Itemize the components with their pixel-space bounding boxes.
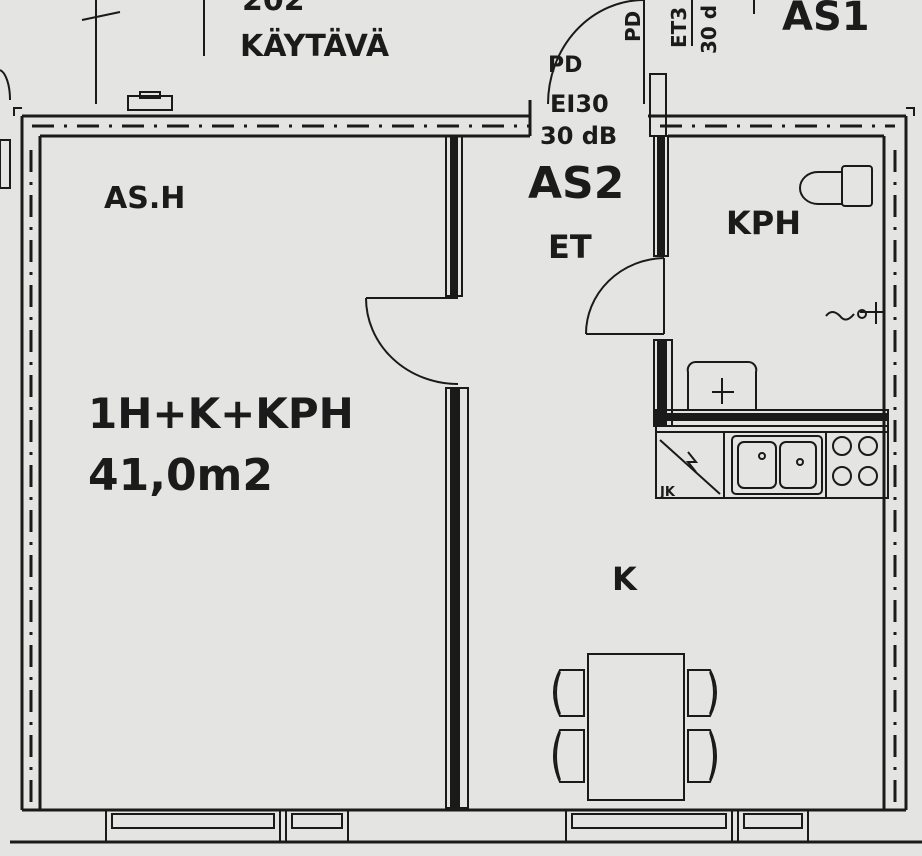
door-code-1: PD xyxy=(548,53,582,78)
fridge-icon xyxy=(659,439,721,495)
door-code-top-right: ET3 xyxy=(667,7,691,48)
door-bathroom xyxy=(585,257,665,335)
toilet-icon xyxy=(799,165,873,207)
kitchen-counter xyxy=(655,425,889,499)
door-rating: EI30 xyxy=(550,90,609,118)
left-edge-details xyxy=(0,0,205,189)
area-label: 41,0m2 xyxy=(88,450,273,501)
door-living-room xyxy=(365,297,459,385)
kitchen-sink-icon xyxy=(731,435,823,495)
partition-wall-living xyxy=(445,135,469,809)
shower-icon xyxy=(825,302,884,324)
door-entrance xyxy=(547,0,645,105)
apartment-type-label: 1H+K+KPH xyxy=(88,389,354,438)
windows xyxy=(105,809,809,843)
unit-label: AS2 xyxy=(528,158,624,209)
sound-top-right: 30 d xyxy=(697,5,721,54)
kitchen-label: K xyxy=(612,560,638,598)
door-code-2: PD xyxy=(621,11,645,42)
stove-icon xyxy=(832,436,878,486)
living-room-label: AS.H xyxy=(104,181,185,216)
bathroom-label: KPH xyxy=(726,204,801,242)
corridor-label: KÄYTÄVÄ xyxy=(240,28,390,64)
sound-rating: 30 dB xyxy=(540,122,617,150)
neighbor-unit-label: AS1 xyxy=(782,0,870,40)
bathroom-sink-icon xyxy=(686,361,758,410)
fridge-label: JK xyxy=(659,485,676,500)
entry-label: ET xyxy=(548,228,592,266)
top-right-details xyxy=(691,0,755,46)
dining-table-icon xyxy=(553,653,717,801)
corridor-number: 202 xyxy=(242,0,305,18)
